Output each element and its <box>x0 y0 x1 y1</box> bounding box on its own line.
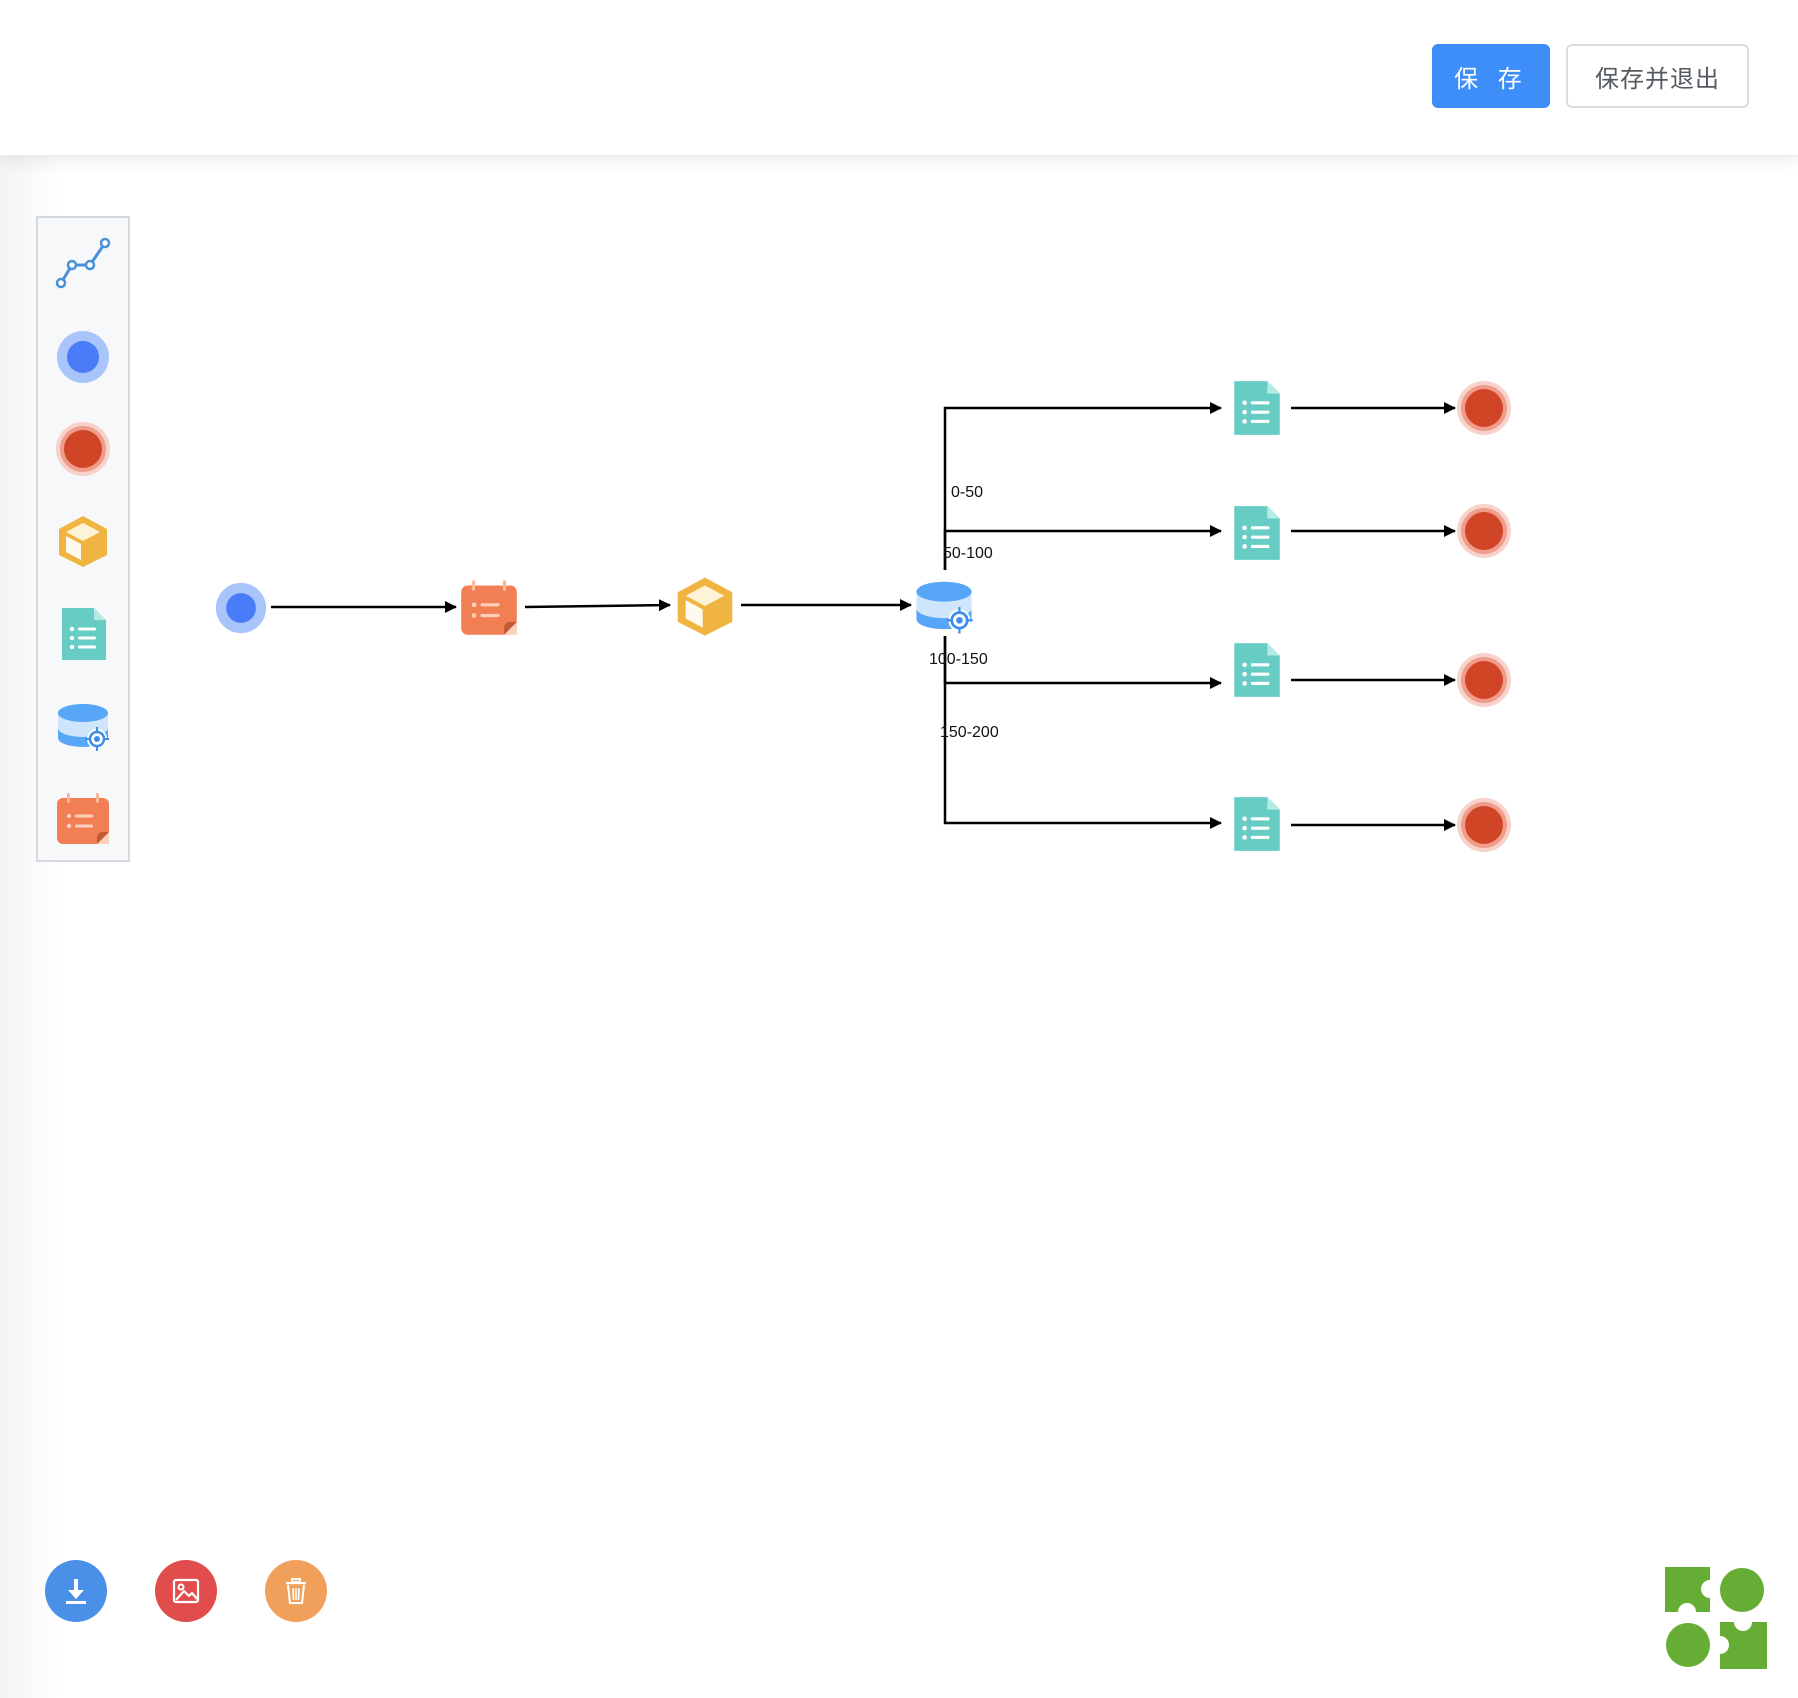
polyline-icon <box>55 237 111 289</box>
palette-item-polyline[interactable] <box>54 235 112 293</box>
calendar-task-icon <box>57 793 109 844</box>
trash-icon <box>286 1578 306 1604</box>
node-palette <box>36 216 130 862</box>
database-gateway-icon <box>916 581 973 634</box>
edge-calendar-to-cube <box>524 599 671 612</box>
edge-label: 50-100 <box>943 545 993 562</box>
cube-task-node[interactable] <box>672 573 738 639</box>
document-task-icon <box>1234 381 1280 435</box>
start-event-node[interactable] <box>214 581 268 635</box>
document-task-icon <box>1234 797 1280 851</box>
end-event-icon <box>56 422 110 476</box>
palette-item-calendar[interactable] <box>54 790 112 848</box>
edge-label: 150-200 <box>940 724 999 741</box>
minimap-logo <box>1663 1565 1769 1671</box>
palette-item-start[interactable] <box>54 328 112 386</box>
calendar-task-node[interactable] <box>456 577 522 639</box>
document-task-node-4[interactable] <box>1226 791 1286 857</box>
end-event-icon <box>1457 653 1511 707</box>
save-and-exit-button[interactable]: 保存并退出 <box>1566 44 1749 108</box>
edge-label: 0-50 <box>951 484 984 501</box>
edge-gateway-branch-4 <box>943 636 1222 829</box>
edge-gateway-branch-2 <box>943 525 1222 570</box>
document-task-node-1[interactable] <box>1226 375 1286 441</box>
end-event-node-2[interactable] <box>1455 502 1513 560</box>
document-task-node-3[interactable] <box>1226 637 1286 703</box>
palette-item-database[interactable] <box>54 697 112 755</box>
edge-label: 100-150 <box>929 651 988 668</box>
start-event-icon <box>215 582 267 634</box>
database-gateway-icon <box>58 704 109 751</box>
end-event-icon <box>1457 798 1511 852</box>
calendar-task-icon <box>461 580 517 635</box>
download-icon <box>66 1579 86 1604</box>
clear-canvas-button[interactable] <box>265 1560 327 1622</box>
document-task-icon <box>62 608 106 660</box>
database-gateway-node[interactable] <box>910 574 978 638</box>
image-icon <box>172 1578 200 1604</box>
palette-item-cube[interactable] <box>54 512 112 570</box>
document-task-node-2[interactable] <box>1226 500 1286 566</box>
edge-gateway-branch-1 <box>943 402 1222 570</box>
end-event-icon <box>1457 381 1511 435</box>
download-button[interactable] <box>45 1560 107 1622</box>
start-event-icon <box>57 331 109 383</box>
save-button[interactable]: 保 存 <box>1432 44 1550 108</box>
cube-task-icon <box>677 577 733 636</box>
document-task-icon <box>1234 643 1280 697</box>
header-bar: 保 存 保存并退出 <box>0 0 1798 156</box>
palette-item-end[interactable] <box>54 420 112 478</box>
end-event-node-1[interactable] <box>1455 379 1513 437</box>
export-image-button[interactable] <box>155 1560 217 1622</box>
end-event-node-4[interactable] <box>1455 796 1513 854</box>
palette-item-document[interactable] <box>54 605 112 663</box>
document-task-icon <box>1234 506 1280 560</box>
end-event-node-3[interactable] <box>1455 651 1513 709</box>
puzzle-logo-icon <box>1665 1567 1767 1669</box>
cube-task-icon <box>59 516 107 567</box>
end-event-icon <box>1457 504 1511 558</box>
